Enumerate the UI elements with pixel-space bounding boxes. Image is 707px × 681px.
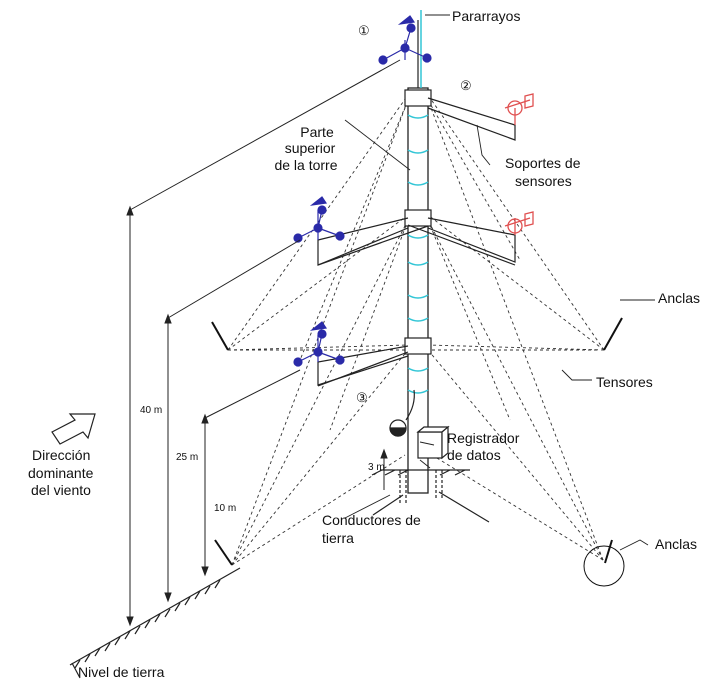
- marker-1: ①: [358, 23, 370, 38]
- anchors-bottom-label: Anclas: [655, 536, 698, 552]
- tower-top-label-3: de la torre: [274, 157, 338, 173]
- leader-lines: [344, 14, 655, 551]
- ground-conductors-label-2: tierra: [322, 530, 354, 546]
- lightning-rod-label: Pararrayos: [452, 8, 521, 24]
- anemometer-lower: [293, 321, 345, 367]
- anemometer-middle: [293, 196, 345, 243]
- anchors: [211, 317, 625, 587]
- temperature-sensor: [389, 389, 415, 437]
- tower-top-label-1: Parte: [300, 124, 334, 140]
- dimension-25m: 25 m: [176, 452, 199, 463]
- wind-vane-middle: [504, 211, 534, 235]
- wind-vane-top: [504, 93, 534, 125]
- wind-direction-arrow: [51, 413, 96, 445]
- ground-level-label: Nivel de tierra: [78, 664, 165, 680]
- tower-top-label-2: superior: [284, 140, 336, 156]
- marker-3: ③: [356, 390, 368, 405]
- tower-mast: [404, 10, 432, 494]
- anemometer-top: [378, 15, 432, 65]
- data-logger: [416, 425, 450, 460]
- dimension-40m: 40 m: [140, 405, 163, 416]
- sensor-supports-label-2: sensores: [515, 173, 572, 189]
- wind-direction-label-1: Dirección: [32, 447, 91, 463]
- anchors-top-label: Anclas: [658, 290, 701, 306]
- dimension-10m: 10 m: [214, 503, 237, 514]
- sensor-supports-label-1: Soportes de: [505, 155, 581, 171]
- ground-conductors-label-1: Conductores de: [322, 512, 421, 528]
- ground-line: [69, 567, 241, 679]
- wind-direction-label-2: dominante: [28, 465, 94, 481]
- tower-base: [371, 469, 490, 523]
- data-logger-label-1: Registrador: [447, 430, 520, 446]
- marker-2: ②: [460, 78, 472, 93]
- dimension-3m: 3 m: [368, 462, 385, 473]
- guy-wires-label: Tensores: [596, 374, 653, 390]
- dimension-lines: [126, 59, 401, 627]
- sensor-booms: [317, 97, 516, 387]
- wind-direction-label-3: del viento: [31, 482, 91, 498]
- data-logger-label-2: de datos: [447, 447, 501, 463]
